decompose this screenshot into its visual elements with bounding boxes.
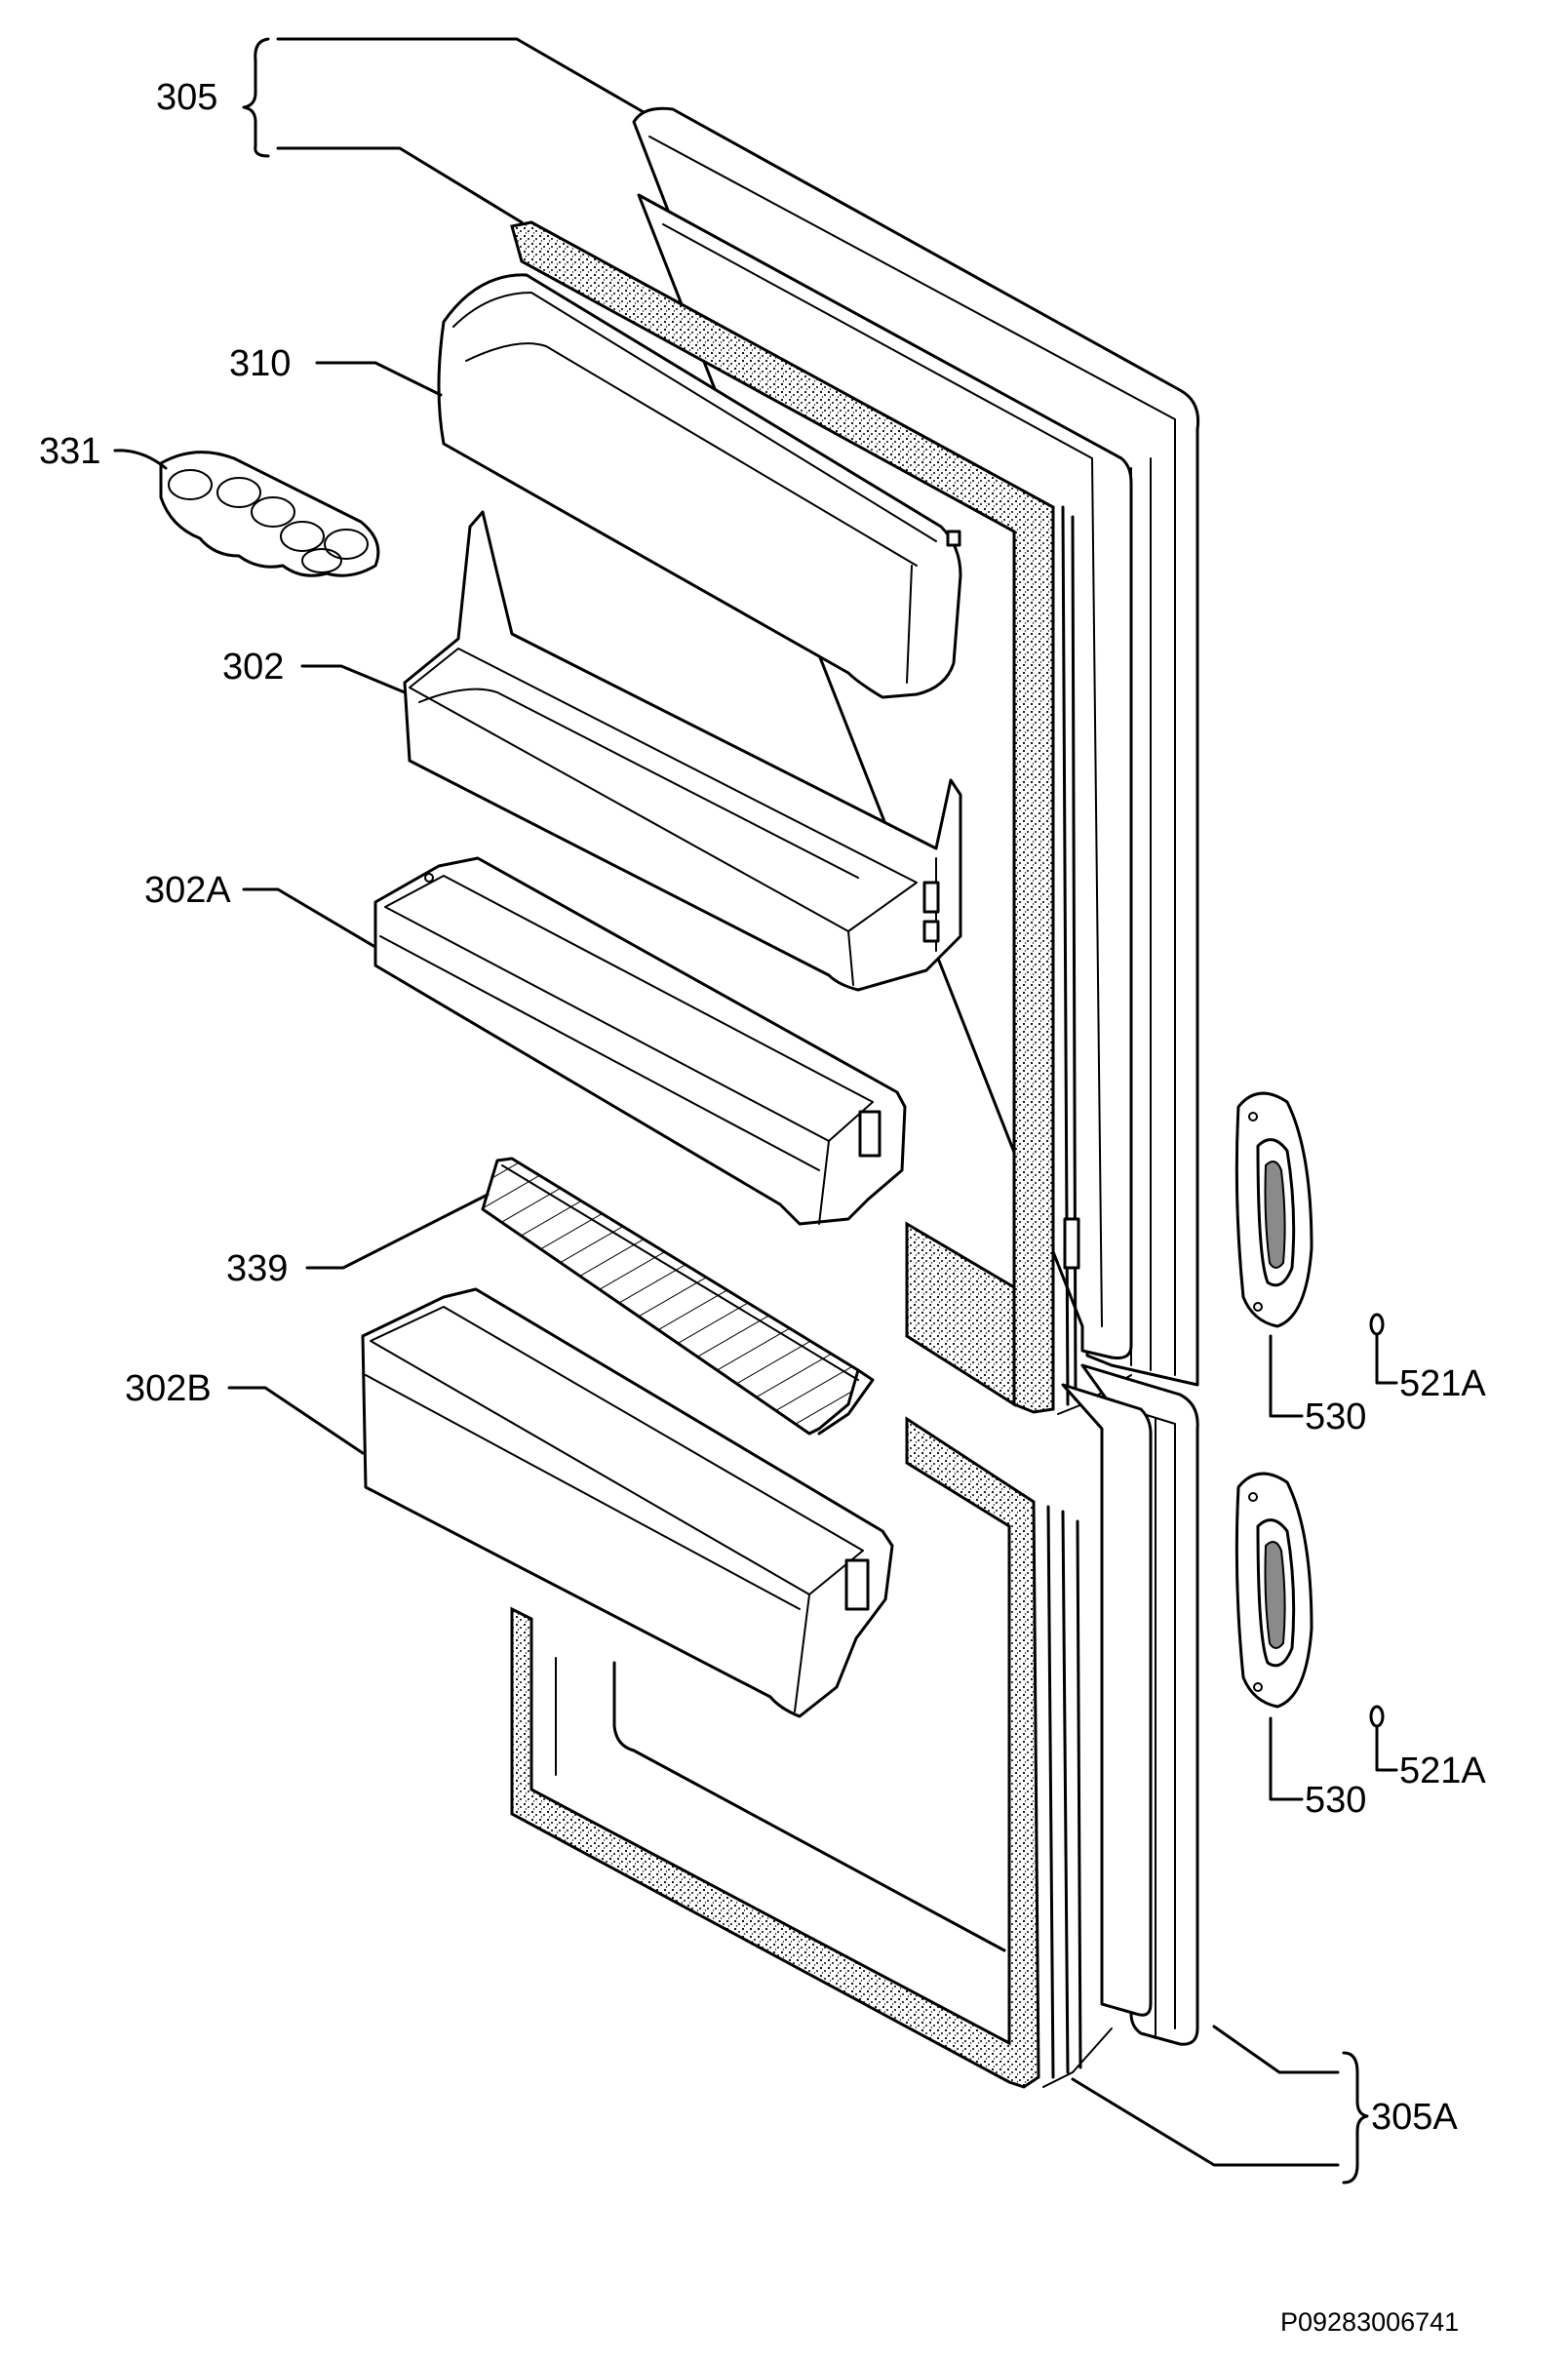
hinge-bushing-530-lower xyxy=(1235,1472,1313,1709)
bracket-305a xyxy=(1342,2051,1369,2184)
label-302: 302 xyxy=(222,647,284,688)
label-339: 339 xyxy=(226,1248,288,1289)
bottle-shelf-302a xyxy=(373,856,907,1226)
door-shelf-302 xyxy=(403,510,962,992)
label-305: 305 xyxy=(156,77,217,118)
leader-lines xyxy=(113,37,1398,2184)
label-310: 310 xyxy=(229,343,291,384)
label-521a-upper: 521A xyxy=(1399,1363,1486,1404)
hinge-pin-521a-lower xyxy=(1369,1705,1385,1728)
label-530-upper: 530 xyxy=(1305,1397,1366,1437)
bracket-305 xyxy=(242,37,270,158)
part-labels: 305 310 331 302 302A 339 302B 530 521A 5… xyxy=(39,77,1486,2337)
label-305a: 305A xyxy=(1371,2097,1458,2138)
drawing-code: P09283006741 xyxy=(1280,2307,1459,2337)
bottle-shelf-302b xyxy=(361,1287,894,1718)
label-302a: 302A xyxy=(144,870,231,911)
lower-door-inner-liner xyxy=(1061,1383,1153,2017)
label-302b: 302B xyxy=(125,1368,212,1409)
lower-door-gasket xyxy=(510,1416,1040,2089)
dairy-compartment-310 xyxy=(437,273,962,699)
lower-door-assembly xyxy=(510,1363,1199,2089)
retainer-339 xyxy=(481,1157,875,1436)
hinge-bushing-530-upper xyxy=(1235,1091,1313,1328)
upper-door-gasket xyxy=(510,220,1055,1414)
egg-tray-331 xyxy=(159,451,380,577)
label-521a-lower: 521A xyxy=(1399,1751,1486,1791)
hinge-pin-521a-upper xyxy=(1369,1313,1385,1336)
label-331: 331 xyxy=(39,431,100,472)
label-530-lower: 530 xyxy=(1305,1780,1366,1821)
